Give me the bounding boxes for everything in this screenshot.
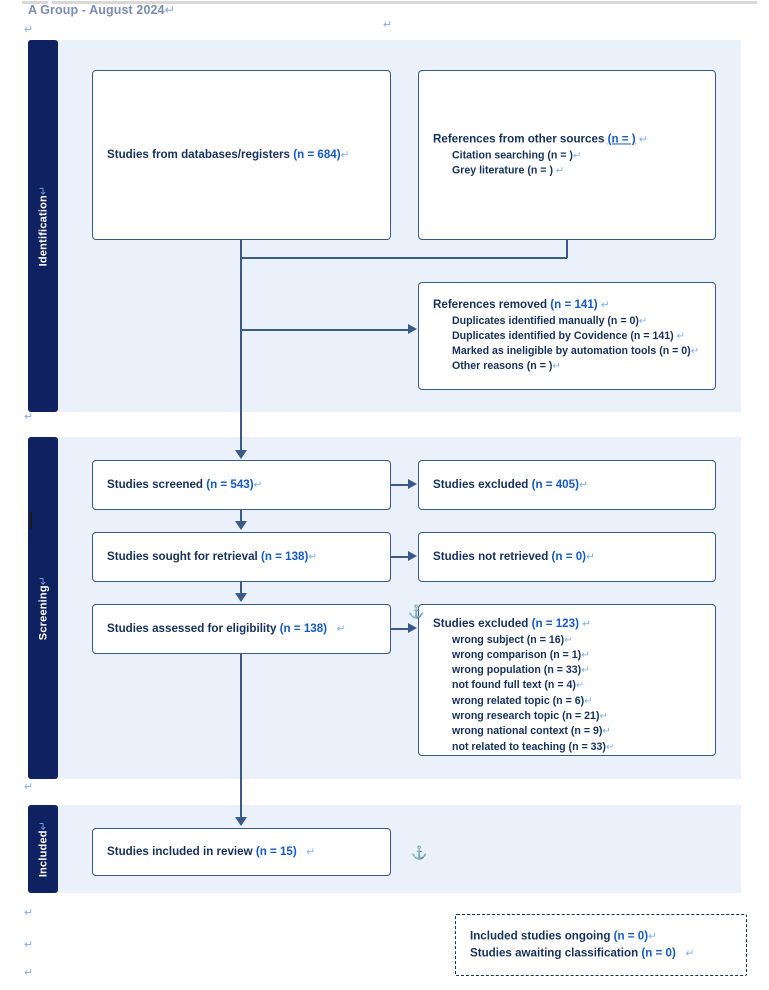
box-subitem: Citation searching (n = )↵ [452,148,582,161]
box-studies-from-databases[interactable]: Studies from databases/registers (n = 68… [92,70,391,240]
pilcrow-mark: ↵ [24,411,34,423]
box-references-removed[interactable]: References removed (n = 141) ↵ Duplicate… [418,282,716,390]
box-subitem: wrong related topic (n = 6)↵ [452,694,593,707]
connector-assessed-to-excluded-reasons [391,628,411,630]
box-subitem: not related to teaching (n = 33)↵ [452,740,615,753]
box-subitem: Duplicates identified manually (n = 0)↵ [452,314,648,327]
box-subitem: not found full text (n = 4)↵ [452,679,585,692]
section-label-identification: Identification↵ [37,185,50,267]
pilcrow-mark: ↵ [24,939,34,951]
section-label-screening: Screening↵ [37,575,50,641]
box-title: Studies screened (n = 543)↵ [107,477,263,491]
box-studies-screened[interactable]: Studies screened (n = 543)↵ [92,460,391,510]
connector-assessed-to-included [240,654,242,819]
box-subitem: wrong subject (n = 16)↵ [452,633,573,646]
box-subitem: Grey literature (n = ) ↵ [452,164,565,177]
connector-screened-to-excluded [391,484,411,486]
pilcrow-mark: ↵ [24,907,34,919]
connector-other-sources-down [566,240,568,258]
box-studies-excluded-reasons[interactable]: Studies excluded (n = 123) ↵ wrong subje… [418,604,716,756]
connector-arrow-to-sought [235,521,247,530]
connector-arrow-to-references-removed [408,324,417,334]
connector-arrow-to-screened [235,450,247,459]
connector-arrow-to-excluded-reasons [408,623,417,633]
box-references-other-sources[interactable]: References from other sources (n = ) ↵ C… [418,70,716,240]
anchor-icon: ⚓ [408,604,425,619]
connector-to-references-removed [240,329,410,331]
box-subitem: Marked as ineligible by automation tools… [452,345,700,358]
connector-sought-to-assessed [240,582,242,595]
document-title: A Group - August 2024↵ [28,2,175,17]
connector-main-spine [240,240,242,453]
connector-arrow-to-included [235,817,247,826]
section-tab-identification: Identification↵ [28,40,58,412]
box-subitem: Duplicates identified by Covidence (n = … [452,329,685,342]
connector-arrow-to-not-retrieved [408,551,417,561]
connector-arrow-to-assessed [235,593,247,602]
connector-sought-to-not-retrieved [391,556,411,558]
box-subitem: wrong national context (n = 9)↵ [452,725,611,738]
pilcrow-mark: ↵ [24,781,34,793]
box-studies-not-retrieved[interactable]: Studies not retrieved (n = 0)↵ [418,532,716,582]
box-subitem: wrong comparison (n = 1)↵ [452,648,590,661]
box-subitem: Other reasons (n = )↵ [452,360,561,373]
section-tab-included: Included↵ [28,805,58,893]
connector-arrow-to-excluded [408,479,417,489]
section-label-included: Included↵ [37,820,50,878]
box-line-awaiting-classification: Studies awaiting classification (n = 0) … [470,946,695,959]
box-title: Studies included in review (n = 15) ↵ [107,844,316,858]
box-line-included-ongoing: Included studies ongoing (n = 0)↵ [470,929,657,943]
box-title: References from other sources (n = ) ↵ [433,132,648,146]
box-title: Studies excluded (n = 405)↵ [433,477,588,491]
box-ongoing-awaiting[interactable]: Included studies ongoing (n = 0)↵ Studie… [455,914,747,976]
box-subitem: wrong population (n = 33)↵ [452,664,590,677]
box-title: Studies not retrieved (n = 0)↵ [433,549,595,563]
pilcrow-mark: ↵ [24,967,34,979]
pilcrow-mark: ↵ [24,24,34,36]
document-title-text: A Group - August 2024 [28,3,165,17]
section-tab-screening: Screening↵ [28,437,58,779]
pilcrow-mark: ↵ [383,19,393,31]
text-cursor-mark [30,512,32,529]
box-studies-assessed-eligibility[interactable]: Studies assessed for eligibility (n = 13… [92,604,391,654]
box-title: Studies assessed for eligibility (n = 13… [107,621,346,635]
box-subitem: wrong research topic (n = 21)↵ [452,709,608,722]
box-studies-sought-retrieval[interactable]: Studies sought for retrieval (n = 138)↵ [92,532,391,582]
anchor-icon: ⚓ [411,845,428,860]
box-title: Studies sought for retrieval (n = 138)↵ [107,549,318,563]
ruler-segment-main [52,1,757,4]
pilcrow-mark: ↵ [164,3,176,17]
box-title: Studies excluded (n = 123) ↵ [433,617,591,630]
ruler-segment-left [22,1,48,4]
document-ruler [0,0,769,4]
connector-other-sources-left [240,257,567,259]
box-studies-excluded-screened[interactable]: Studies excluded (n = 405)↵ [418,460,716,510]
box-title: References removed (n = 141) ↵ [433,298,610,312]
box-studies-included-review[interactable]: Studies included in review (n = 15) ↵ [92,828,391,876]
box-title: Studies from databases/registers (n = 68… [107,147,350,161]
connector-screened-to-sought [240,510,242,523]
